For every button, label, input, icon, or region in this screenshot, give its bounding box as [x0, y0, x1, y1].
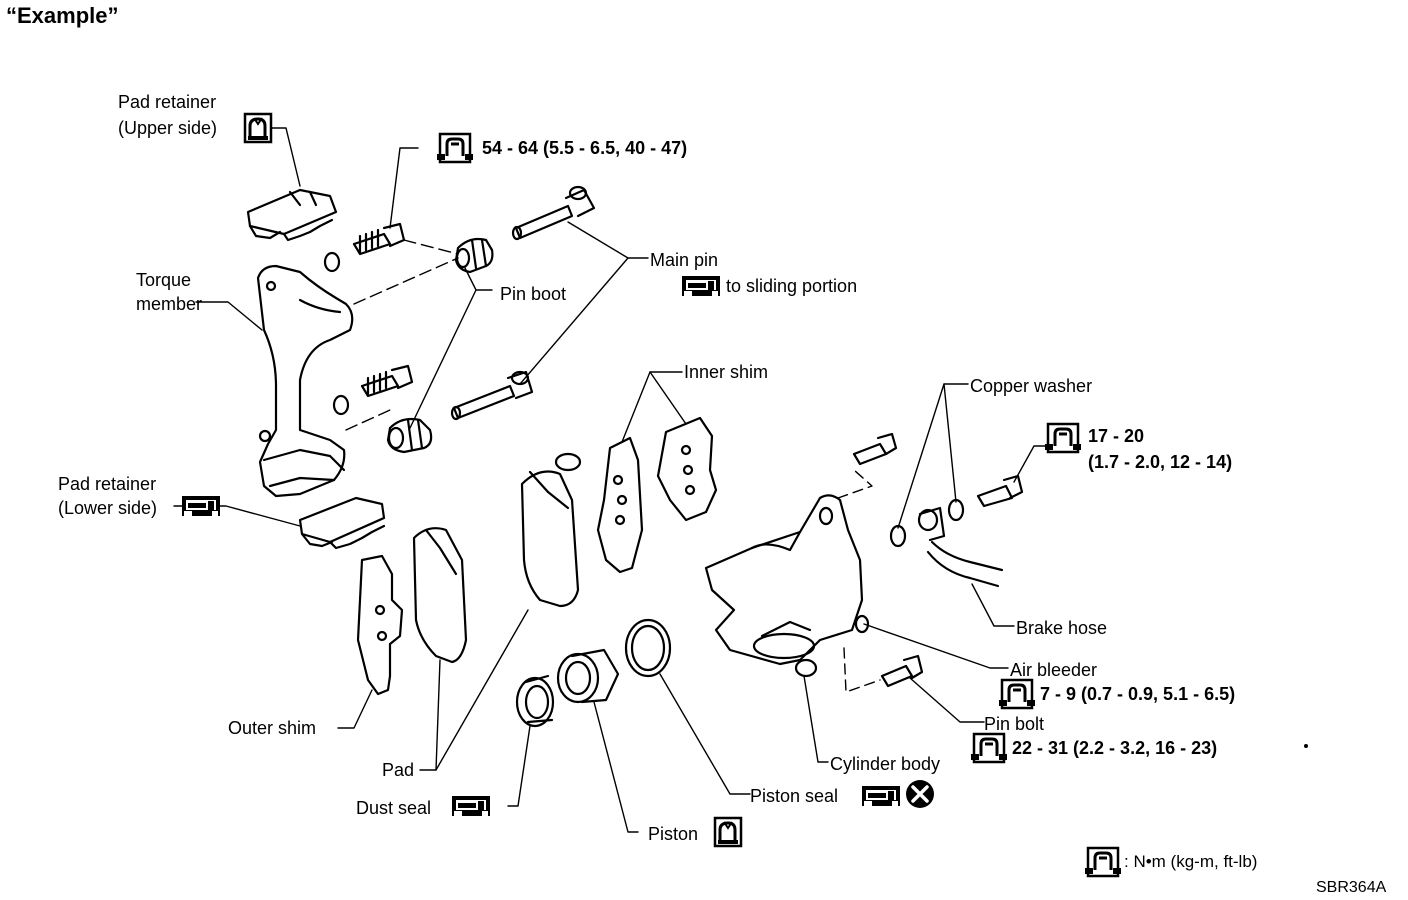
- label-pin-boot: Pin boot: [500, 284, 567, 304]
- label-main-pin: Main pin: [650, 250, 719, 270]
- label-copper-washer: Copper washer: [970, 376, 1093, 396]
- torque-wrench-icon: [1043, 422, 1083, 454]
- label-brake-hose: Brake hose: [1016, 618, 1108, 638]
- label-torque-member: Torque: [136, 270, 192, 290]
- torque-wrench-icon: [997, 678, 1037, 710]
- label-piston: Piston: [648, 824, 699, 844]
- label-pad-retainer-lower: Pad retainer: [58, 474, 157, 494]
- label-pad-retainer-upper-side: (Upper side): [118, 118, 218, 138]
- torque-pin-bolt: 22 - 31 (2.2 - 3.2, 16 - 23): [1012, 738, 1218, 758]
- label-pad-retainer-lower-side: (Lower side): [58, 498, 158, 518]
- label-main-pin-note: to sliding portion: [726, 276, 858, 296]
- torque-air-bleeder: 7 - 9 (0.7 - 0.9, 5.1 - 6.5): [1040, 684, 1236, 704]
- rubber-grease-icon: [682, 276, 720, 296]
- torque-union-bolt-imperial: (1.7 - 2.0, 12 - 14): [1088, 452, 1233, 472]
- grease-icon: [243, 112, 273, 144]
- rubber-grease-icon: [862, 786, 900, 806]
- label-dust-seal: Dust seal: [356, 798, 432, 818]
- torque-wrench-icon: [1083, 846, 1123, 878]
- legend-unit: : N•m (kg-m, ft-lb): [1124, 852, 1258, 871]
- grease-icon: [713, 816, 743, 848]
- rubber-grease-icon: [452, 796, 490, 816]
- label-torque-member-2: member: [136, 294, 203, 314]
- label-cylinder-body: Cylinder body: [830, 754, 941, 774]
- figure-code: SBR364A: [1316, 879, 1387, 896]
- torque-wrench-icon: [435, 132, 475, 164]
- rubber-grease-icon: [182, 496, 220, 516]
- label-inner-shim: Inner shim: [684, 362, 769, 382]
- label-outer-shim: Outer shim: [228, 718, 317, 738]
- page-title: “Example”: [6, 3, 119, 28]
- torque-torque-member-bolt: 54 - 64 (5.5 - 6.5, 40 - 47): [482, 138, 688, 158]
- label-pin-bolt: Pin bolt: [984, 714, 1045, 734]
- torque-wrench-icon: [969, 732, 1009, 764]
- label-air-bleeder: Air bleeder: [1010, 660, 1098, 680]
- torque-union-bolt: 17 - 20: [1088, 426, 1145, 446]
- label-pad-retainer-upper: Pad retainer: [118, 92, 217, 112]
- replace-x-icon: [906, 780, 934, 808]
- label-pad: Pad: [382, 760, 415, 780]
- label-piston-seal: Piston seal: [750, 786, 839, 806]
